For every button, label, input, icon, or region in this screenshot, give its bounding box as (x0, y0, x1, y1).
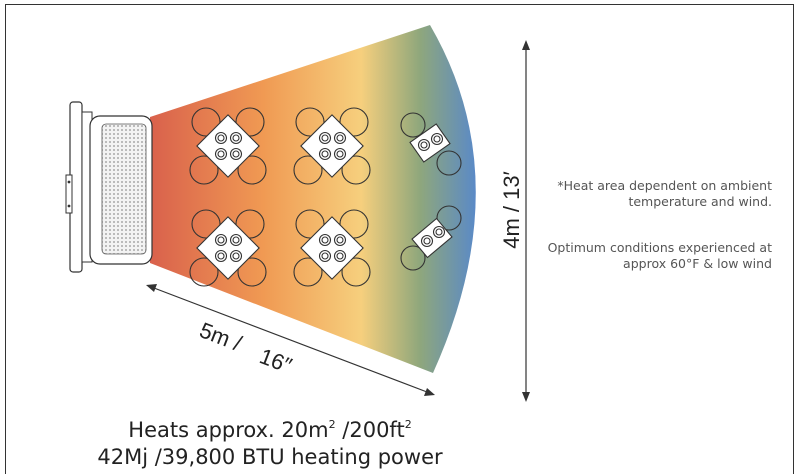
width-dimension-label: 4m / 13′ (499, 171, 524, 249)
optimum-conditions-note: Optimum conditions experienced at approx… (547, 240, 772, 271)
heating-power-headline: 42Mj /39,800 BTU heating power (97, 445, 443, 469)
headline-superscript: 2 (328, 418, 336, 431)
table-set (189, 209, 267, 287)
depth-dimension-imperial: 16″ (256, 343, 295, 378)
heater-unit (65, 101, 153, 273)
width-dimension-arrow (522, 40, 530, 402)
table-set (293, 107, 371, 185)
table-set-small (400, 205, 462, 271)
table-set-small (400, 112, 462, 176)
headline-superscript: 2 (404, 418, 412, 431)
heat-zone (150, 25, 476, 373)
table-set (189, 107, 267, 185)
heat-area-note: *Heat area dependent on ambient temperat… (557, 178, 772, 209)
diagram-frame (5, 4, 794, 474)
depth-dimension-arrow (146, 284, 435, 396)
heating-area-headline: Heats approx. 20m2 /200ft2 (0, 418, 540, 442)
depth-dimension-metric: 5m / (196, 317, 246, 356)
headline-mid: /200ft (335, 418, 405, 442)
table-set (293, 209, 371, 287)
headline-heats-prefix: Heats approx. 20m (128, 418, 329, 442)
